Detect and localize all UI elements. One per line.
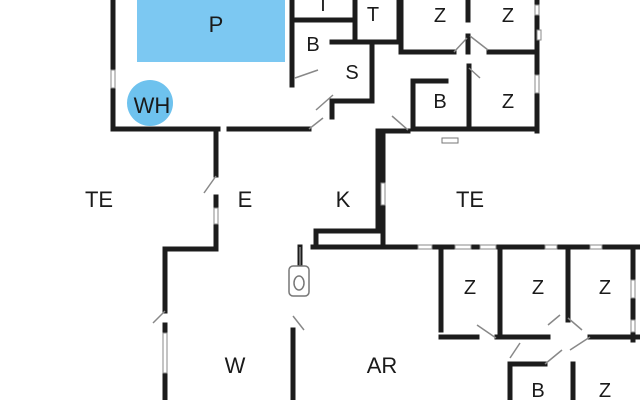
room-label-bedroom-top-1: Z — [433, 5, 447, 27]
room-label-bedroom-lower-2: Z — [531, 277, 545, 299]
whirlpool — [127, 80, 173, 126]
room-label-terrace-left: TE — [84, 187, 114, 212]
door-swings — [152, 35, 591, 365]
room-label-bedroom-upper-right: Z — [501, 91, 515, 113]
room-label-entrance: E — [237, 187, 253, 212]
room-label-bedroom-lower-4: Z — [598, 380, 612, 402]
windows — [110, 4, 636, 374]
room-label-sauna: S — [345, 62, 359, 84]
room-label-kitchen: K — [335, 187, 351, 212]
window-vent — [441, 137, 459, 144]
room-label-bedroom-lower-1: Z — [463, 277, 477, 299]
room-label-bedroom-lower-3: Z — [598, 277, 612, 299]
room-label-pool: P — [208, 12, 224, 37]
room-label-terrace-right: TE — [455, 187, 485, 212]
room-label-bath-upper-left: B — [306, 34, 320, 56]
room-label-activity-room: AR — [366, 353, 398, 378]
room-label-bath-upper-right: B — [433, 91, 447, 113]
room-label-bedroom-top-2: Z — [501, 5, 515, 27]
room-label-living: W — [224, 353, 246, 378]
room-label-bath-lower: B — [531, 380, 545, 402]
room-label-toilet-upper: T — [366, 4, 380, 26]
pool — [137, 0, 285, 62]
room-label-whirlpool: WH — [133, 93, 171, 118]
room-label-toilet-top: T — [316, 0, 330, 16]
sink-icon — [288, 265, 310, 297]
